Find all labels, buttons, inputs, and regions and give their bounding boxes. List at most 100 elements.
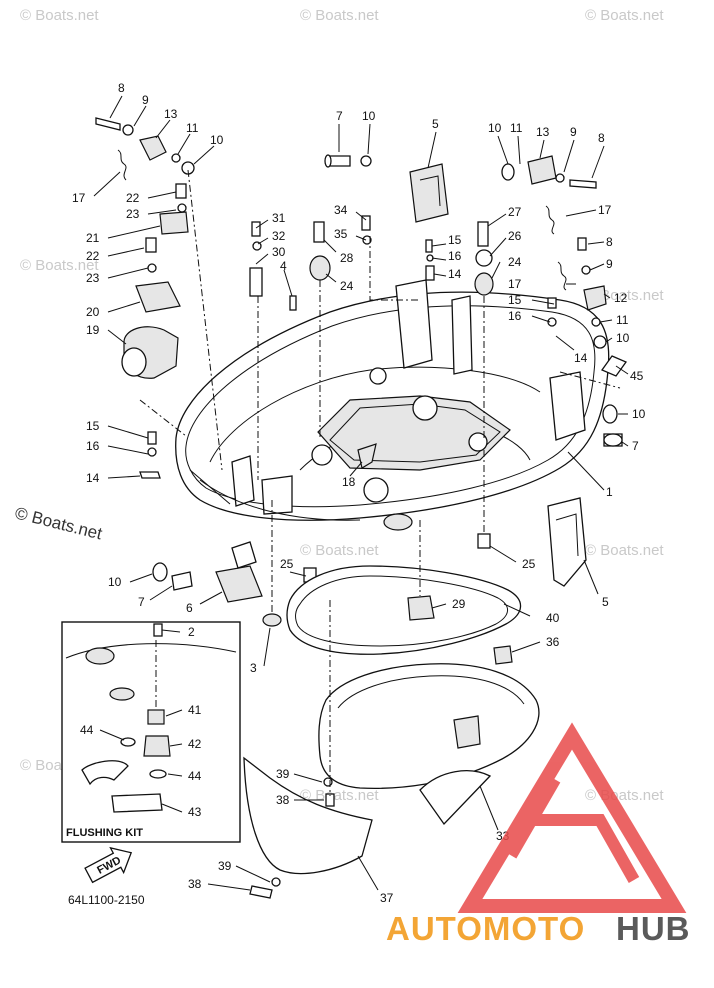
watermark: © Boats.net — [20, 257, 99, 274]
callout-label: 45 — [630, 369, 644, 383]
watermark: © Boats.net — [300, 787, 379, 804]
callout-label: 9 — [142, 93, 149, 107]
watermark: © Boats.net — [585, 542, 664, 559]
callout-label: 9 — [606, 257, 613, 271]
callout-label: 32 — [272, 229, 286, 243]
flushing-kit-label: FLUSHING KIT — [66, 827, 143, 839]
callout-label: 38 — [276, 793, 290, 807]
callout-label: 37 — [380, 891, 394, 905]
callout-label: 18 — [342, 475, 356, 489]
callout-label: 34 — [334, 203, 348, 217]
callout-label: 17 — [598, 203, 612, 217]
callout-label: 10 — [108, 575, 122, 589]
callout-label: 4 — [280, 259, 287, 273]
callout-label: 14 — [86, 471, 100, 485]
assembly-lines — [139, 169, 621, 796]
callout-label: 3 — [250, 661, 257, 675]
callout-label: 38 — [188, 877, 202, 891]
callout-label: 41 — [188, 703, 202, 717]
callout-label: 8 — [606, 235, 613, 249]
callout-label: 28 — [340, 251, 354, 265]
watermark: © Boats.net — [585, 7, 664, 24]
callout-label: 8 — [598, 131, 605, 145]
callout-label: 44 — [188, 769, 202, 783]
brand-hub: HUB — [616, 910, 691, 947]
callout-label: 11 — [186, 121, 199, 135]
callout-label: 24 — [508, 255, 522, 269]
callout-label: 10 — [488, 121, 502, 135]
callout-label: 10 — [210, 133, 224, 147]
callout-label: 25 — [522, 557, 536, 571]
callout-label: 23 — [86, 271, 100, 285]
callout-label: 14 — [448, 267, 462, 281]
watermark: © Boats.net — [300, 542, 379, 559]
callout-label: 6 — [186, 601, 193, 615]
callout-label: 39 — [218, 859, 232, 873]
callout-label: 10 — [616, 331, 630, 345]
watermark: © Boats.net — [20, 7, 99, 24]
callout-label: 31 — [272, 211, 286, 225]
front-latch-parts — [152, 541, 282, 627]
callout-label: 25 — [280, 557, 294, 571]
callout-label: 1 — [606, 485, 613, 499]
callout-label: 19 — [86, 323, 100, 337]
callout-label: 15 — [508, 293, 522, 307]
callout-label: 29 — [452, 597, 466, 611]
callout-label: 40 — [546, 611, 560, 625]
callout-label: 7 — [138, 595, 145, 609]
seal-gasket — [286, 565, 522, 655]
right-lock-assembly — [425, 155, 627, 587]
callout-label: 13 — [536, 125, 550, 139]
left-small-parts — [139, 431, 491, 583]
callout-label: 16 — [448, 249, 462, 263]
callout-label: 2 — [188, 625, 195, 639]
callout-label: 11 — [616, 313, 629, 327]
callout-label: 30 — [272, 245, 286, 259]
lower-shroud — [243, 756, 373, 899]
callout-label: 5 — [432, 117, 439, 131]
brand-automoto: AUTOMOTO — [386, 910, 585, 947]
callout-label: 22 — [86, 249, 100, 263]
callout-label: 23 — [126, 207, 140, 221]
callout-label: 10 — [632, 407, 646, 421]
callout-label: 44 — [80, 723, 94, 737]
callout-label: 21 — [86, 231, 100, 245]
lower-cover — [318, 645, 540, 826]
watermark: © Boats.net — [300, 7, 379, 24]
callout-label: 7 — [336, 109, 343, 123]
callout-label: 16 — [508, 309, 522, 323]
callout-labels: 8 9 13 11 10 17 22 23 21 22 23 20 19 7 1… — [72, 81, 646, 905]
callout-label: 5 — [602, 595, 609, 609]
callout-label: 11 — [510, 121, 523, 135]
callout-label: 17 — [508, 277, 522, 291]
logo-triangle-mark — [457, 722, 687, 913]
callout-label: 24 — [340, 279, 354, 293]
flushing-kit-inset: FLUSHING KIT — [61, 621, 241, 843]
callout-label: 20 — [86, 305, 100, 319]
callout-label: 9 — [570, 125, 577, 139]
callout-label: 36 — [546, 635, 560, 649]
watermark-left: © Boats.net — [13, 503, 104, 543]
callout-label: 13 — [164, 107, 178, 121]
bottom-cowling — [175, 279, 610, 531]
leader-lines — [93, 95, 629, 891]
callout-label: 15 — [86, 419, 100, 433]
top-middle-parts — [249, 154, 449, 311]
automotohub-logo: AUTOMOTO HUB — [386, 722, 691, 947]
callout-label: 42 — [188, 737, 202, 751]
callout-label: 10 — [362, 109, 376, 123]
callout-label: 17 — [72, 191, 86, 205]
callout-label: 14 — [574, 351, 588, 365]
callout-label: 27 — [508, 205, 522, 219]
callout-label: 7 — [632, 439, 639, 453]
diagram-code: 64L1100-2150 — [68, 893, 145, 907]
callout-label: 12 — [614, 291, 628, 305]
fwd-arrow: FWD — [84, 846, 133, 884]
callout-label: 22 — [126, 191, 140, 205]
left-lock-assembly — [95, 117, 195, 379]
callout-label: 26 — [508, 229, 522, 243]
callout-label: 16 — [86, 439, 100, 453]
callout-label: 43 — [188, 805, 202, 819]
callout-label: 8 — [118, 81, 125, 95]
